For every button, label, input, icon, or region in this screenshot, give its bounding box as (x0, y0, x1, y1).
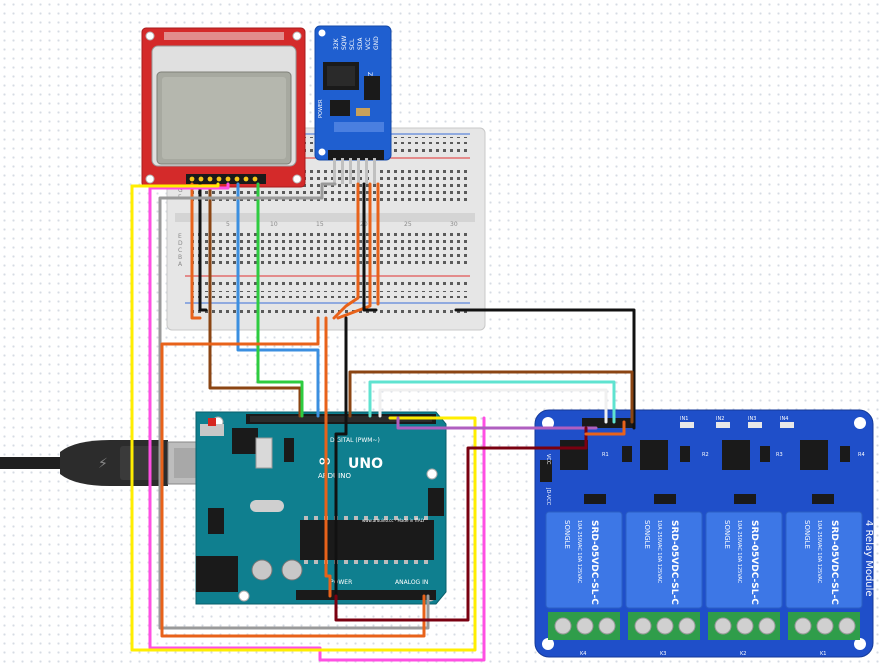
wire-gray-rtc (158, 182, 430, 630)
col-number-15: 15 (316, 221, 324, 228)
wire-black-lcd-gnd (198, 182, 208, 312)
wire-black-gnd-relay (454, 308, 636, 430)
rtc-pin-label-sda: SDA (357, 37, 364, 50)
relay-2-part: SRD-05VDC-SL-C (669, 520, 679, 605)
relay-3-rating: 10A 250VAC 10A 125VAC (736, 520, 742, 584)
relay-4-part: SRD-05VDC-SL-C (829, 520, 839, 605)
col-number-30: 30 (450, 221, 458, 228)
nokia-lcd-module (141, 27, 306, 188)
col-number-5: 5 (226, 221, 230, 228)
relay-k1-label: K1 (820, 651, 826, 657)
relay-3-brand: SONGLE (723, 520, 731, 549)
relay-module: VCC JD-VCC SRD-05VDC-SL-C SONGLE 10A 250… (534, 409, 874, 658)
rtc-bottom-pins (328, 150, 384, 184)
wire-cyan-relay (368, 380, 616, 424)
wire-orange-rtc-1 (332, 182, 360, 320)
wire-orange-lcd-1 (190, 182, 202, 320)
row-letter-a: A (178, 261, 183, 268)
arduino-site-text: www.arduino.cc - Made in ITALY (362, 518, 425, 523)
rtc-module: 32K SQW SCL SDA VCC GND ZS-042 POWER (314, 25, 392, 184)
relay-r1-label: R1 (602, 452, 609, 458)
relay-channel-2: SRD-05VDC-SL-C SONGLE 10A 250VAC 10A 125… (625, 440, 703, 640)
wire-white-relay (378, 388, 608, 424)
relay-1-brand: SONGLE (563, 520, 571, 549)
power-pins-label: POWER (330, 579, 352, 586)
digital-pins-label: DIGITAL (PWM~) (330, 437, 380, 444)
rtc-power-label: POWER (318, 99, 324, 118)
wire-green-lcd (256, 182, 304, 418)
relay-1-rating: 10A 250VAC 10A 125VAC (576, 520, 582, 584)
wire-orange-power-2 (324, 316, 332, 598)
relay-4-brand: SONGLE (803, 520, 811, 549)
usb-symbol-icon: ⚡ (98, 456, 108, 472)
relay-2-brand: SONGLE (643, 520, 651, 549)
wire-pink-lcd (148, 182, 486, 662)
wire-black-gnd-arduino (334, 316, 348, 598)
wire-purple-relay (396, 416, 598, 430)
relay-3-part: SRD-05VDC-SL-C (749, 520, 759, 605)
relay-in3-label: IN3 (748, 416, 756, 422)
wires (130, 182, 636, 662)
row-letter-b: B (178, 254, 182, 261)
relay-4-rating: 10A 250VAC 10A 125VAC (816, 520, 822, 584)
relay-jdvcc-label: JD-VCC (545, 487, 551, 506)
relay-vcc-label: VCC (545, 454, 551, 465)
wire-orange-power (160, 316, 426, 638)
rtc-pin-label-sqw: SQW (341, 35, 348, 50)
lcd-header-pins (186, 174, 266, 184)
relay-channel-4: SRD-05VDC-SL-C SONGLE 10A 250VAC 10A 125… (785, 440, 863, 640)
relay-r3-label: R3 (776, 452, 783, 458)
wire-darkred-relay (334, 426, 588, 622)
relay-module-title: 4 Relay Module (863, 520, 874, 597)
col-number-10: 10 (270, 221, 278, 228)
wire-yellow-lcd (130, 182, 477, 652)
relay-1-part: SRD-05VDC-SL-C (589, 520, 599, 605)
relay-k4-label: K4 (580, 651, 586, 657)
relay-r4-label: R4 (858, 452, 865, 458)
wire-brown-lcd (208, 186, 302, 418)
wire-black-rtc-gnd (362, 182, 378, 312)
rtc-pin-label-32k: 32K (333, 37, 340, 50)
row-letter-e: E (178, 233, 182, 240)
wire-blue-lcd (236, 182, 320, 418)
rtc-pin-label-vcc: VCC (365, 38, 372, 50)
relay-k3-label: K3 (660, 651, 666, 657)
relay-2-rating: 10A 250VAC 10A 125VAC (656, 520, 662, 584)
wire-orange-relay (584, 420, 626, 436)
relay-k2-label: K2 (740, 651, 746, 657)
relay-r2-label: R2 (702, 452, 709, 458)
wire-brown-relay (348, 370, 634, 424)
row-letter-c: C (178, 247, 182, 254)
relay-in2-label: IN2 (716, 416, 724, 422)
analog-pins-label: ANALOG IN (395, 579, 428, 586)
relay-channel-3: SRD-05VDC-SL-C SONGLE 10A 250VAC 10A 125… (705, 440, 783, 640)
rtc-pin-label-scl: SCL (349, 38, 356, 50)
relay-channel-1: SRD-05VDC-SL-C SONGLE 10A 250VAC 10A 125… (545, 440, 632, 640)
usb-cable: ⚡ (0, 440, 229, 486)
wire-orange-rtc-2 (336, 182, 372, 320)
col-number-25: 25 (404, 221, 412, 228)
relay-in1-label: IN1 (680, 416, 688, 422)
arduino-logo-text: UNO (348, 456, 383, 472)
row-letter-d: D (178, 240, 183, 247)
rtc-pin-label-gnd: GND (373, 36, 380, 50)
arduino-uno: DIGITAL (PWM~) ∞ UNO ARDUINO (195, 411, 447, 605)
row-letter-g: G (178, 187, 183, 194)
relay-in4-label: IN4 (780, 416, 788, 422)
